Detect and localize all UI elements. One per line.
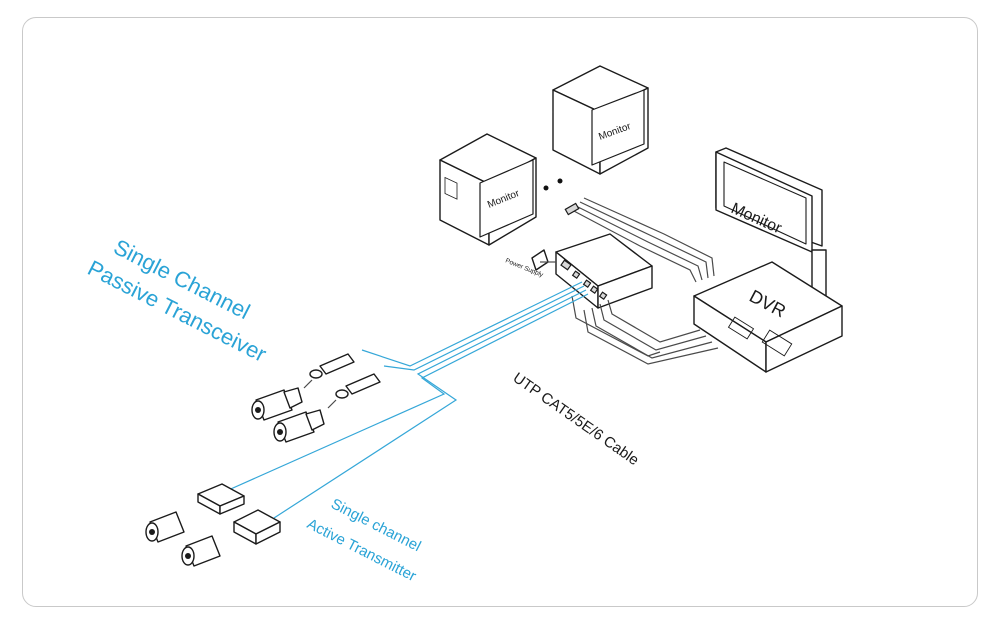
ellipsis-dot [543,185,549,191]
monitor-mid: Monitor [552,65,649,175]
camera-active-2 [181,535,221,567]
diagram-frame [22,17,978,607]
passive-transceiver-label: Single Channel Passive Transceiver [84,234,271,367]
power-supply: Power Supply [504,249,556,279]
utp-cables [223,281,589,519]
dvr: DVR [693,261,843,373]
active-transmitter-1 [197,483,245,515]
passive-transceiver-2 [327,373,381,409]
monitor-left: Monitor [439,133,537,246]
active-transmitter-label: Single channel Active Transmitter [304,495,423,585]
output-cables [564,197,719,365]
ellipsis-dot [557,178,563,184]
camera-passive-1 [251,387,303,421]
cable-label: UTP CAT5/5E/6 Cable [510,369,642,469]
active-transmitter-2 [233,509,281,545]
passive-transceiver-1 [303,353,355,389]
camera-active-1 [145,511,185,543]
camera-passive-2 [273,409,325,443]
monitor-right: Monitor [715,147,827,299]
